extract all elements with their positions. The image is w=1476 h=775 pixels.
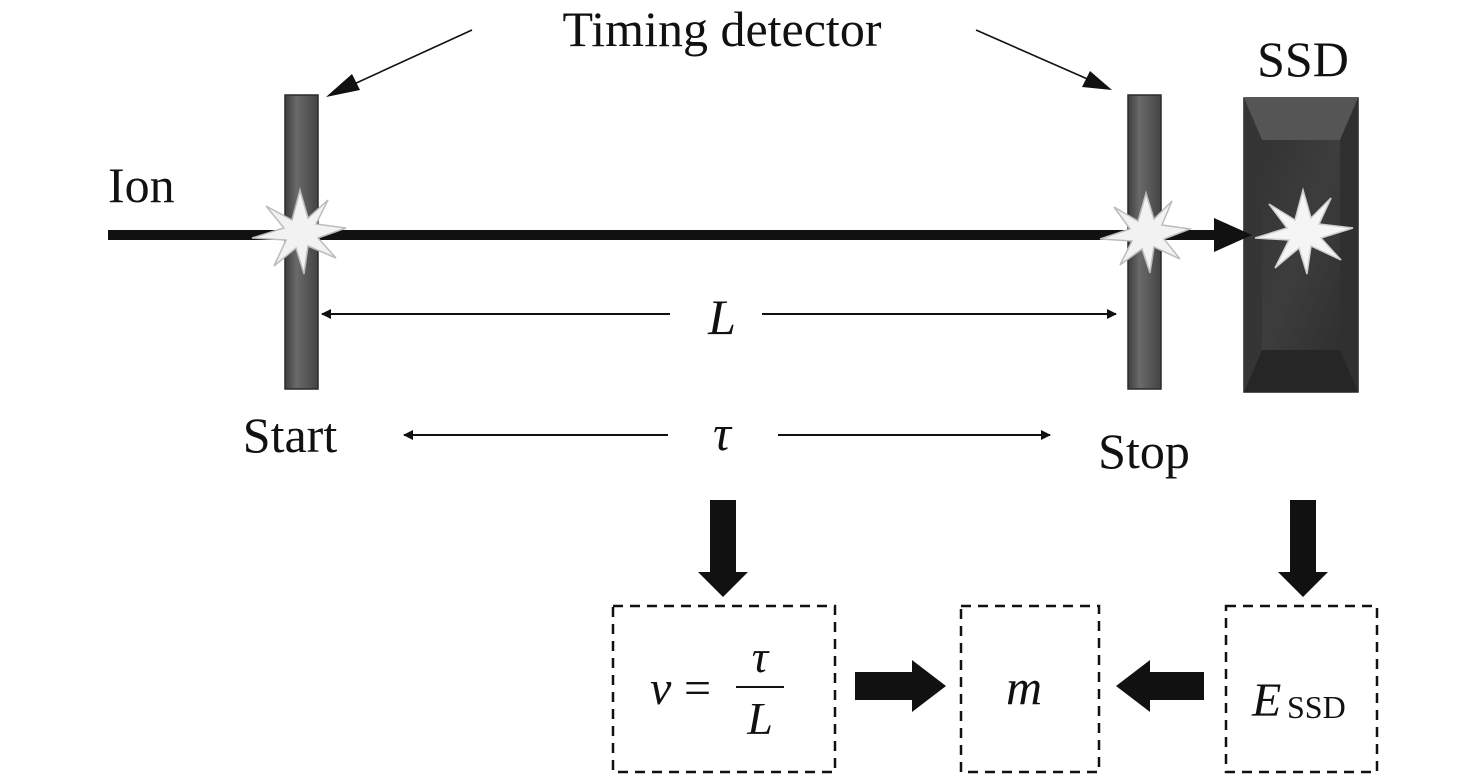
- velocity-box: [611, 604, 837, 774]
- energy-box: [1224, 604, 1379, 774]
- ssd-block: [1243, 97, 1359, 393]
- length-symbol: L: [707, 289, 736, 345]
- start-label: Start: [243, 407, 338, 463]
- energy-subscript: SSD: [1287, 689, 1346, 725]
- velocity-equals: =: [684, 662, 711, 715]
- ion-beam-arrowhead: [1214, 218, 1252, 252]
- velocity-lhs: v: [650, 662, 672, 715]
- ion-label: Ion: [108, 157, 175, 213]
- energy-symbol: E: [1251, 674, 1281, 727]
- timing-detector-label: Timing detector: [563, 1, 882, 57]
- arrow-velocity-to-mass: [855, 660, 946, 712]
- burst-ssd-icon: [1254, 187, 1354, 275]
- pointer-arrow-right: [975, 29, 1109, 89]
- burst-start-icon: [251, 187, 347, 275]
- arrow-energy-to-mass: [1116, 660, 1204, 712]
- mass-symbol: m: [1006, 659, 1042, 715]
- burst-stop-icon: [1099, 190, 1193, 274]
- velocity-numerator: τ: [752, 631, 770, 682]
- mass-box: [959, 604, 1101, 774]
- velocity-denominator: L: [746, 693, 773, 744]
- time-symbol: τ: [713, 405, 733, 461]
- ssd-label: SSD: [1257, 31, 1349, 87]
- stop-label: Stop: [1098, 423, 1190, 479]
- pointer-arrowhead-left: [326, 74, 360, 97]
- down-arrow-ssd: [1278, 500, 1328, 597]
- down-arrow-time: [698, 500, 748, 597]
- pointer-arrowhead-right: [1082, 71, 1112, 90]
